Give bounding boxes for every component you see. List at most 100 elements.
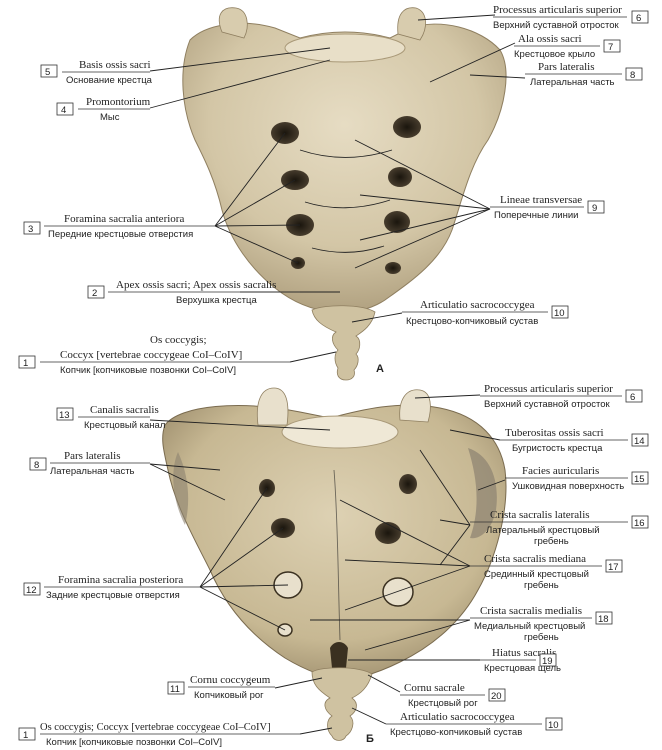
superior-articular-process-right <box>398 8 426 40</box>
svg-text:Os coccygis; Coccyx [vertebrae: Os coccygis; Coccyx [vertebrae coccygeae… <box>40 722 271 733</box>
svg-text:Apex ossis sacri; Apex ossis s: Apex ossis sacri; Apex ossis sacralis <box>116 279 276 291</box>
svg-text:Basis ossis sacri: Basis ossis sacri <box>79 59 151 71</box>
anterior-foramen-r4 <box>385 262 401 274</box>
svg-text:8: 8 <box>630 70 635 81</box>
svg-text:12: 12 <box>26 585 37 596</box>
svg-text:Canalis sacralis: Canalis sacralis <box>90 404 159 416</box>
svg-text:1: 1 <box>23 730 28 741</box>
anterior-foramen-r3 <box>384 211 410 233</box>
svg-text:1: 1 <box>23 358 28 369</box>
label-b14: Tuberositas ossis sacri Бугристость крес… <box>500 427 648 454</box>
svg-text:Cornu coccygeum: Cornu coccygeum <box>190 674 271 686</box>
svg-text:Facies auricularis: Facies auricularis <box>522 465 599 477</box>
label-b18: Crista sacralis medialis Медиальный крес… <box>470 605 612 643</box>
svg-text:Tuberositas ossis sacri: Tuberositas ossis sacri <box>505 427 604 439</box>
svg-text:16: 16 <box>634 518 645 529</box>
posterior-foramen-r3 <box>383 578 413 606</box>
svg-text:Основание крестца: Основание крестца <box>66 75 153 86</box>
svg-text:Coccyx [vertebrae coccygeae Co: Coccyx [vertebrae coccygeae CoI–CoIV] <box>60 349 242 361</box>
svg-text:3: 3 <box>28 224 33 235</box>
svg-text:Верхний суставной отросток: Верхний суставной отросток <box>484 399 611 410</box>
base-of-sacrum <box>285 34 405 62</box>
panel-a-label: А <box>376 363 384 375</box>
svg-text:Латеральная часть: Латеральная часть <box>50 466 135 477</box>
svg-text:Крестцово-копчиковый сустав: Крестцово-копчиковый сустав <box>406 316 538 327</box>
superior-articular-process-right-b <box>400 390 431 422</box>
label-a6: Processus articularis superior Верхний с… <box>493 4 648 31</box>
label-a10: Articulatio sacrococcygea Крестцово-копч… <box>402 299 568 327</box>
label-b10: Articulatio sacrococcygea Крестцово-копч… <box>386 711 562 738</box>
svg-text:Верхний суставной отросток: Верхний суставной отросток <box>493 20 620 31</box>
svg-text:Латеральный крестцовый: Латеральный крестцовый <box>486 525 600 536</box>
svg-text:9: 9 <box>592 203 597 214</box>
svg-text:Копчиковый рог: Копчиковый рог <box>194 690 264 701</box>
superior-articular-process-left-b <box>257 388 288 425</box>
svg-text:14: 14 <box>634 436 645 447</box>
anterior-foramen-r2 <box>388 167 412 187</box>
svg-text:18: 18 <box>598 614 609 625</box>
svg-text:Копчик [копчиковые позвонки Co: Копчик [копчиковые позвонки CoI–CoIV] <box>60 365 236 376</box>
svg-text:15: 15 <box>634 474 645 485</box>
svg-text:Processus articularis superior: Processus articularis superior <box>484 383 613 395</box>
svg-text:Мыс: Мыс <box>100 112 120 123</box>
svg-text:Крестцово-копчиковый сустав: Крестцово-копчиковый сустав <box>390 727 522 738</box>
svg-text:10: 10 <box>554 308 565 319</box>
label-b12: 12 Foramina sacralia posteriora Задние к… <box>24 574 200 601</box>
svg-text:19: 19 <box>542 656 553 667</box>
svg-text:Foramina sacralia anteriora: Foramina sacralia anteriora <box>64 213 184 225</box>
label-b19: Hiatus sacralis Крестцовая щель 19 <box>480 647 561 674</box>
svg-text:Медиальный крестцовый: Медиальный крестцовый <box>474 621 585 632</box>
svg-text:6: 6 <box>630 392 635 403</box>
svg-text:Os coccygis;: Os coccygis; <box>150 334 207 346</box>
svg-text:6: 6 <box>636 13 641 24</box>
label-b11: 11 Cornu coccygeum Копчиковый рог <box>168 674 275 701</box>
svg-text:Pars lateralis: Pars lateralis <box>64 450 121 462</box>
svg-text:Латеральная часть: Латеральная часть <box>530 77 615 88</box>
svg-text:5: 5 <box>45 67 50 78</box>
svg-text:7: 7 <box>608 42 613 53</box>
svg-text:Крестцовый канал: Крестцовый канал <box>84 420 165 431</box>
svg-text:Foramina sacralia posteriora: Foramina sacralia posteriora <box>58 574 183 586</box>
svg-text:гребень: гребень <box>534 536 569 547</box>
svg-text:Crista sacralis medialis: Crista sacralis medialis <box>480 605 582 617</box>
posterior-foramen-r1 <box>399 474 417 494</box>
svg-text:4: 4 <box>61 105 66 116</box>
svg-text:Верхушка крестца: Верхушка крестца <box>176 295 257 306</box>
svg-text:Копчик [копчиковые позвонки Co: Копчик [копчиковые позвонки CoI–CoIV] <box>46 737 222 748</box>
label-a8: Pars lateralis Латеральная часть 8 <box>525 61 642 88</box>
svg-text:Срединный крестцовый: Срединный крестцовый <box>484 569 589 580</box>
label-a4: 4 Promontorium Мыс <box>57 96 151 123</box>
svg-text:Крестцовый рог: Крестцовый рог <box>408 698 478 709</box>
svg-text:8: 8 <box>34 460 39 471</box>
svg-text:Pars lateralis: Pars lateralis <box>538 61 595 73</box>
label-b6: Processus articularis superior Верхний с… <box>480 383 642 410</box>
svg-text:11: 11 <box>170 684 180 695</box>
panel-b-label: Б <box>366 733 374 745</box>
label-b17: Crista sacralis mediana Срединный крестц… <box>470 553 622 591</box>
svg-text:Crista sacralis lateralis: Crista sacralis lateralis <box>490 509 590 521</box>
label-b15: Facies auricularis Ушковидная поверхност… <box>505 465 648 492</box>
label-a1: Os coccygis; Coccyx [vertebrae coccygeae… <box>19 334 290 376</box>
svg-text:Поперечные линии: Поперечные линии <box>494 210 578 221</box>
posterior-foramen-r2 <box>375 522 401 544</box>
svg-text:2: 2 <box>92 288 97 299</box>
label-b13: 13 Canalis sacralis Крестцовый канал <box>57 404 165 431</box>
svg-text:20: 20 <box>491 691 502 702</box>
coccyx-anterior <box>312 306 375 380</box>
sacral-canal <box>282 416 398 448</box>
svg-text:Articulatio sacrococcygea: Articulatio sacrococcygea <box>420 299 535 311</box>
svg-text:Cornu sacrale: Cornu sacrale <box>404 682 465 694</box>
sacrum-body-anterior <box>183 23 506 312</box>
label-a9: Lineae transversae Поперечные линии 9 <box>490 194 604 221</box>
label-a7: Ala ossis sacri Крестцовое крыло 7 <box>514 33 620 60</box>
label-b8: 8 Pars lateralis Латеральная часть <box>30 450 150 477</box>
label-b20: Cornu sacrale Крестцовый рог 20 <box>400 682 505 709</box>
svg-text:Ушковидная поверхность: Ушковидная поверхность <box>512 481 624 492</box>
svg-text:Crista sacralis mediana: Crista sacralis mediana <box>484 553 586 565</box>
svg-text:Крестцовое крыло: Крестцовое крыло <box>514 49 595 60</box>
svg-text:гребень: гребень <box>524 632 559 643</box>
label-a2: 2 Apex ossis sacri; Apex ossis sacralis … <box>88 279 300 306</box>
svg-text:Передние крестцовые отверстия: Передние крестцовые отверстия <box>48 229 193 240</box>
svg-text:Бугристость крестца: Бугристость крестца <box>512 443 603 454</box>
label-a5: 5 Basis ossis sacri Основание крестца <box>41 59 153 86</box>
